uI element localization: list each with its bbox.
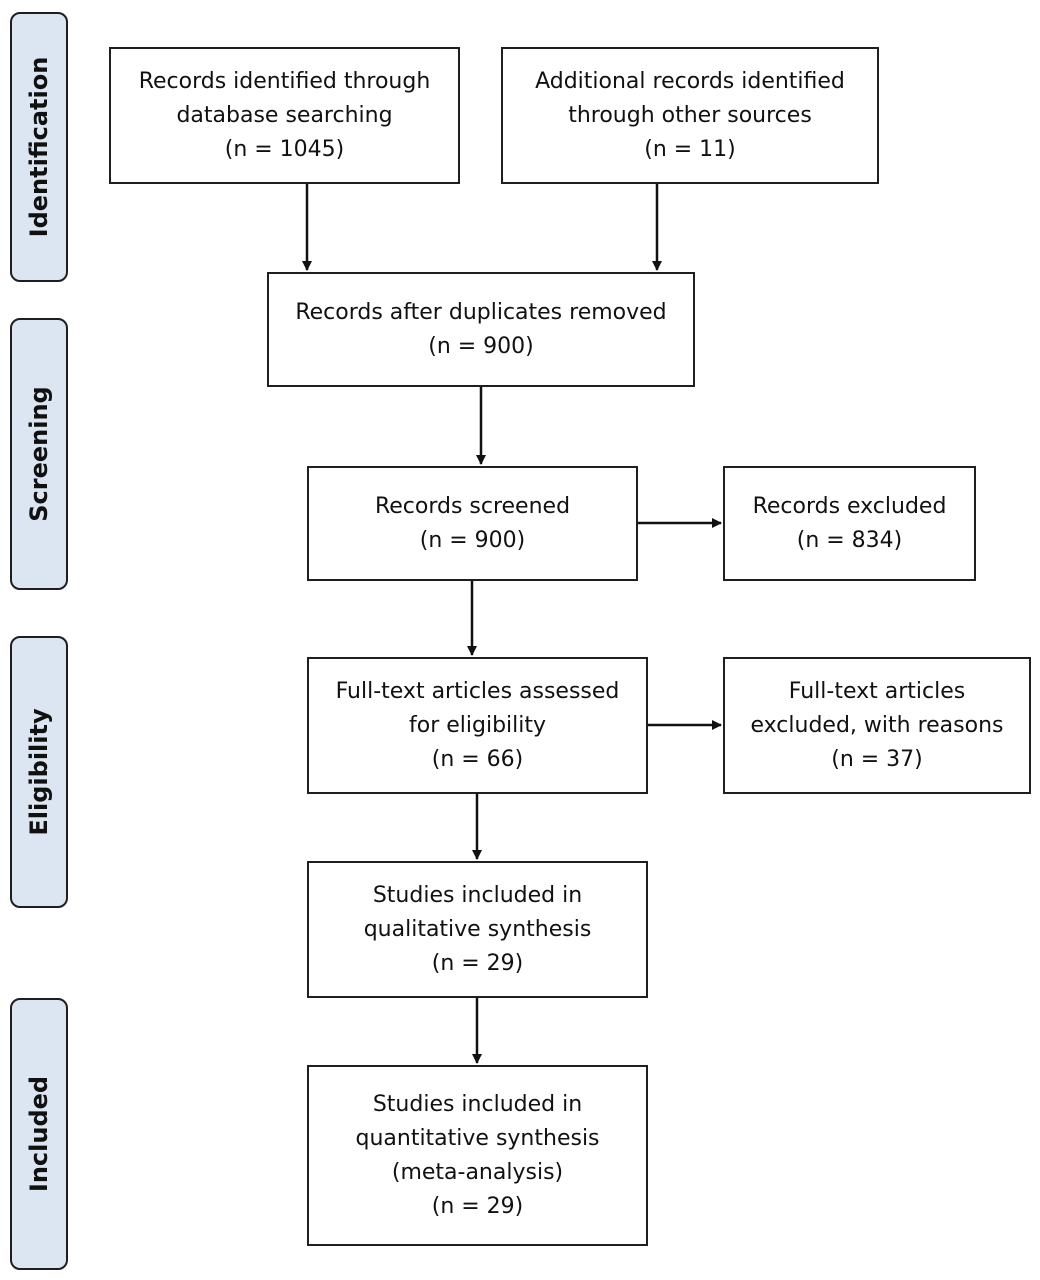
box-records-screened-count: (n = 900) bbox=[419, 527, 526, 553]
box-other-sources-line1: Additional records identified bbox=[535, 68, 845, 94]
box-full-text-excluded-line1: Full-text articles bbox=[788, 678, 966, 704]
box-duplicates-removed: Records after duplicates removed (n = 90… bbox=[267, 272, 695, 387]
phase-eligibility: Eligibility bbox=[10, 636, 68, 908]
box-duplicates-removed-count: (n = 900) bbox=[428, 333, 534, 359]
box-records-excluded: Records excluded (n = 834) bbox=[723, 466, 976, 581]
box-other-sources-count: (n = 11) bbox=[644, 136, 736, 162]
box-full-text-excluded: Full-text articles excluded, with reason… bbox=[723, 657, 1031, 794]
box-records-screened: Records screened (n = 900) bbox=[307, 466, 638, 581]
box-full-text-excluded-count: (n = 37) bbox=[831, 746, 923, 772]
phase-identification: Identification bbox=[10, 12, 68, 282]
box-full-text-assessed-line2: for eligibility bbox=[408, 712, 547, 738]
box-database-search-line2: database searching bbox=[176, 102, 393, 128]
box-quantitative-synthesis: Studies included in quantitative synthes… bbox=[307, 1065, 648, 1246]
box-qualitative-synthesis-count: (n = 29) bbox=[431, 950, 524, 976]
box-full-text-assessed-line1: Full-text articles assessed bbox=[335, 678, 620, 704]
box-duplicates-removed-line1: Records after duplicates removed bbox=[295, 299, 667, 325]
box-database-search-line1: Records identified through bbox=[138, 68, 431, 94]
phase-screening: Screening bbox=[10, 318, 68, 590]
box-records-screened-line1: Records screened bbox=[374, 493, 571, 519]
box-database-search-count: (n = 1045) bbox=[224, 136, 345, 162]
box-full-text-assessed: Full-text articles assessed for eligibil… bbox=[307, 657, 648, 794]
box-records-excluded-count: (n = 834) bbox=[796, 527, 903, 553]
box-other-sources: Additional records identified through ot… bbox=[501, 47, 879, 184]
box-records-excluded-line1: Records excluded bbox=[752, 493, 947, 519]
box-quantitative-synthesis-line2: quantitative synthesis bbox=[355, 1125, 600, 1151]
box-quantitative-synthesis-count: (n = 29) bbox=[431, 1193, 524, 1219]
box-qualitative-synthesis-line2: qualitative synthesis bbox=[363, 916, 592, 942]
box-qualitative-synthesis-line1: Studies included in bbox=[372, 882, 583, 908]
box-quantitative-synthesis-line3: (meta-analysis) bbox=[391, 1159, 564, 1185]
box-other-sources-line2: through other sources bbox=[568, 102, 812, 128]
box-quantitative-synthesis-line1: Studies included in bbox=[372, 1091, 583, 1117]
box-full-text-excluded-line2: excluded, with reasons bbox=[750, 712, 1004, 738]
box-qualitative-synthesis: Studies included in qualitative synthesi… bbox=[307, 861, 648, 998]
box-database-search: Records identified through database sear… bbox=[109, 47, 460, 184]
phase-included: Included bbox=[10, 998, 68, 1270]
box-full-text-assessed-count: (n = 66) bbox=[431, 746, 524, 772]
